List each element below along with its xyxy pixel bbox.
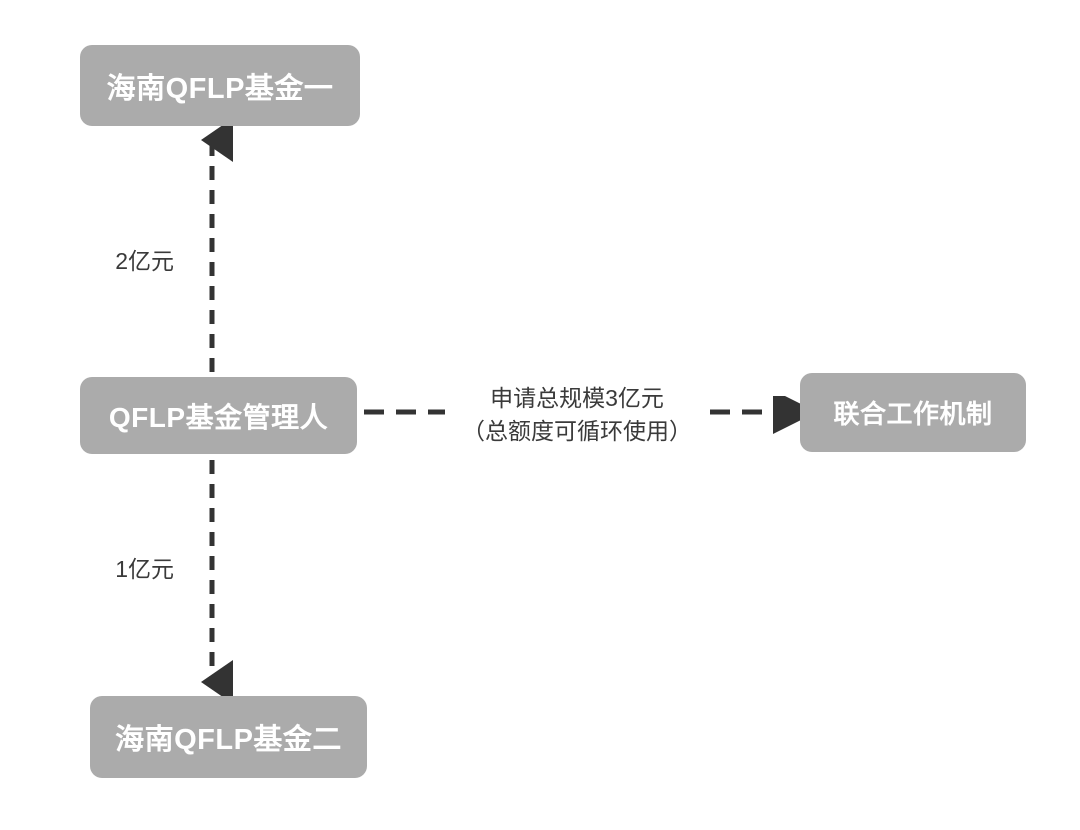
edge-label-manager-to-fund-one: 2亿元	[115, 248, 174, 274]
edge-label-manager-to-joint-line2: （总额度可循环使用）	[462, 417, 692, 444]
edge-label-manager-to-fund-two: 1亿元	[115, 556, 174, 582]
node-qflp-fund-manager[interactable]: QFLP基金管理人	[80, 377, 357, 454]
edge-label-manager-to-joint: 申请总规模3亿元 （总额度可循环使用）	[462, 382, 692, 447]
node-fund-two[interactable]: 海南QFLP基金二	[90, 696, 367, 778]
node-fund-one[interactable]: 海南QFLP基金一	[80, 45, 360, 126]
edge-label-manager-to-joint-line1: 申请总规模3亿元	[490, 385, 664, 411]
node-joint-working-mechanism[interactable]: 联合工作机制	[800, 373, 1026, 452]
